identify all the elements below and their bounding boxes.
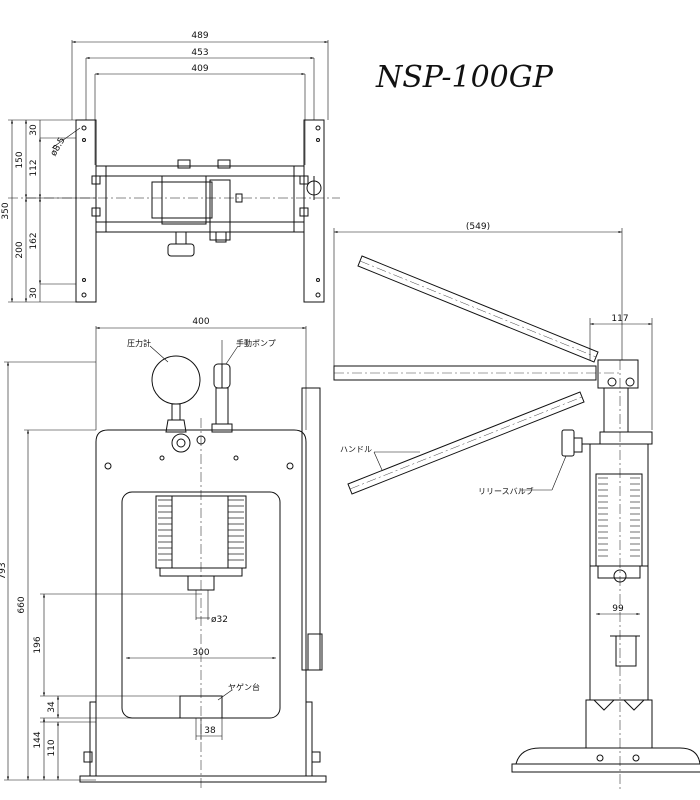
dim-162: 162: [29, 232, 39, 249]
dim-38: 38: [204, 726, 216, 736]
dim-34: 34: [47, 701, 57, 713]
dim-549: (549): [466, 222, 490, 232]
label-hex-base: ヤゲン台: [228, 682, 260, 692]
top-view: [8, 40, 340, 303]
dim-400: 400: [192, 317, 209, 327]
dim-409: 409: [191, 64, 208, 74]
dim-144: 144: [33, 731, 43, 748]
dim-150: 150: [15, 151, 25, 168]
dim-793: 793: [0, 562, 8, 579]
dim-350: 350: [1, 202, 11, 219]
dim-453: 453: [191, 48, 208, 58]
dim-112: 112: [29, 159, 39, 176]
dim-660: 660: [17, 596, 27, 613]
dim-30-top: 30: [29, 124, 39, 136]
dim-300: 300: [192, 648, 209, 658]
side-view-labels: (549) 117 99 ハンドル リリースバルブ: [340, 222, 629, 614]
dim-110: 110: [47, 739, 57, 756]
front-view: [4, 326, 327, 790]
dim-200: 200: [15, 241, 25, 258]
dim-99: 99: [612, 604, 624, 614]
dim-ram-diameter: ø32: [211, 615, 228, 625]
dim-117: 117: [611, 314, 628, 324]
front-view-labels: 400 793 660 196 34 144 110 300 38 ø32 圧力…: [0, 317, 276, 757]
label-release-valve: リリースバルブ: [478, 486, 534, 496]
dim-30-bottom: 30: [29, 287, 39, 299]
label-hand-pump: 手動ポンプ: [236, 338, 276, 348]
label-handle: ハンドル: [340, 445, 372, 454]
dim-196: 196: [33, 636, 43, 653]
label-pressure-gauge: 圧力計: [127, 338, 151, 348]
model-title: NSP-100GP: [376, 60, 553, 95]
side-view: [333, 228, 700, 790]
dim-489: 489: [191, 31, 208, 41]
